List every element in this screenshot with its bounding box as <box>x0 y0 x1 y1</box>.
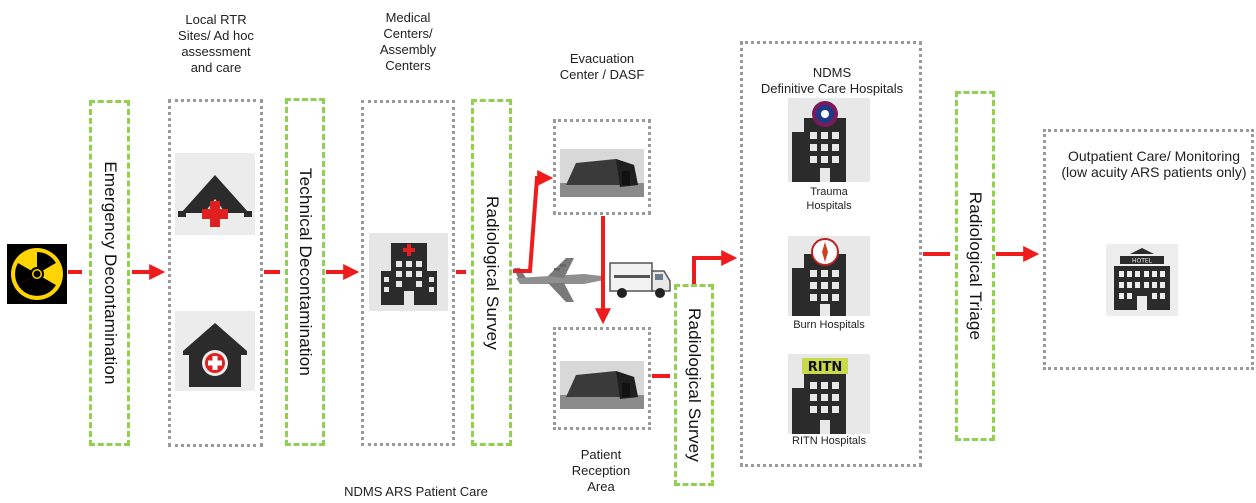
radiological-survey-box-2: Radiological Survey <box>674 284 714 486</box>
evacuation-center-box <box>553 119 651 215</box>
military-tent-icon <box>560 361 644 409</box>
ndms-hospitals-box <box>740 41 922 467</box>
emergency-decontamination-box: Emergency Decontamination <box>89 100 130 446</box>
patient-reception-box <box>553 327 651 430</box>
local-rtr-box <box>168 99 263 447</box>
svg-text:HOTEL: HOTEL <box>1132 258 1153 265</box>
radiological-triage-box: Radiological Triage <box>955 91 995 441</box>
ndms-hospitals-label: NDMS Definitive Care Hospitals <box>760 65 904 96</box>
burn-hospital-icon <box>788 236 870 316</box>
trauma-hospitals-label: Trauma Hospitals <box>806 186 852 212</box>
svg-text:RITN: RITN <box>808 360 843 375</box>
patient-reception-label: Patient Reception Area <box>571 447 631 494</box>
tent-icon <box>175 153 255 235</box>
diagram-caption: NDMS ARS Patient Care <box>344 484 488 499</box>
military-tent-icon <box>560 149 644 197</box>
radiological-survey-box-1: Radiological Survey <box>471 99 512 446</box>
arrow-to-ndms <box>692 250 738 284</box>
trauma-hospital-icon <box>788 98 870 182</box>
outpatient-care-label: Outpatient Care/ Monitoring (low acuity … <box>1061 148 1247 180</box>
technical-decontamination-box: Technical Decontamination <box>285 98 325 446</box>
ambulance-icon <box>608 257 672 301</box>
ritn-hospital-icon: RITN <box>788 354 870 434</box>
clinic-house-icon <box>175 311 255 391</box>
hospital-icon <box>369 233 448 311</box>
arrow-to-evacuation <box>513 170 554 273</box>
medical-centers-label: Medical Centers/ Assembly Centers <box>379 10 437 73</box>
evacuation-center-label: Evacuation Center / DASF <box>559 51 645 82</box>
medical-centers-box <box>361 100 455 446</box>
outpatient-care-box <box>1043 129 1254 370</box>
ritn-hospitals-label: RITN Hospitals <box>792 435 866 447</box>
radiation-icon <box>7 244 67 304</box>
local-rtr-label: Local RTR Sites/ Ad hoc assessment and c… <box>178 12 254 75</box>
hotel-icon: HOTEL <box>1106 244 1178 316</box>
burn-hospitals-label: Burn Hospitals <box>793 319 865 331</box>
